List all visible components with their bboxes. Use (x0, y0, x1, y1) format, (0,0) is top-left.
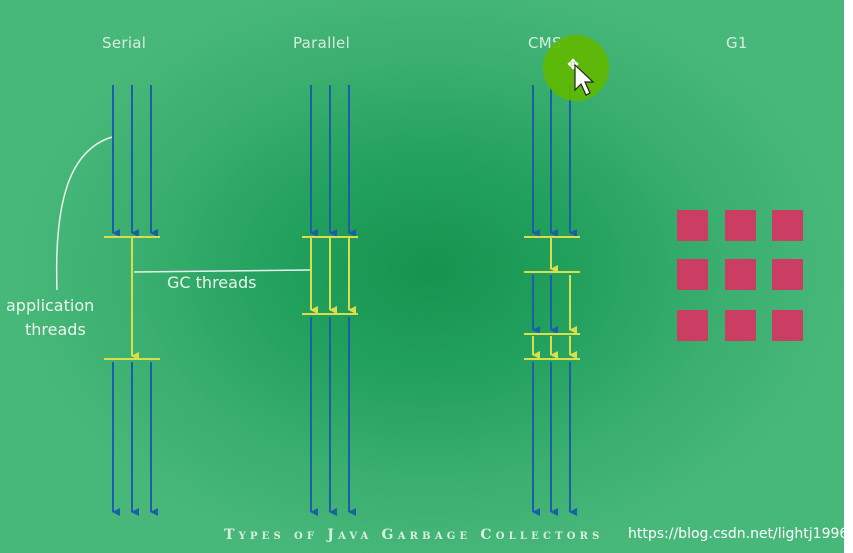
heap-region (772, 310, 803, 341)
heap-region (725, 310, 756, 341)
g1-title: G1 (726, 34, 748, 52)
heap-region (677, 310, 708, 341)
application-threads-label-line1: application (6, 296, 95, 315)
cursor-highlight (543, 35, 609, 101)
diagram-footer-title: Types of Java Garbage Collectors (224, 527, 604, 543)
cms-column (524, 85, 580, 516)
heap-region (725, 259, 756, 290)
heap-region (677, 210, 708, 241)
heap-region (677, 259, 708, 290)
gc-threads-connector (133, 269, 311, 273)
heap-region (772, 259, 803, 290)
source-watermark: https://blog.csdn.net/lightj1996 (628, 526, 844, 542)
gc-threads-label: GC threads (167, 273, 257, 292)
heap-region (772, 210, 803, 241)
move-cursor-icon (567, 58, 595, 96)
serial-column (104, 85, 160, 516)
g1-regions (677, 210, 803, 341)
parallel-title: Parallel (293, 34, 351, 52)
parallel-column (302, 85, 358, 516)
application-threads-label-line2: threads (25, 320, 86, 339)
heap-region (725, 210, 756, 241)
application-threads-connector (55, 136, 113, 291)
serial-title: Serial (102, 34, 147, 52)
